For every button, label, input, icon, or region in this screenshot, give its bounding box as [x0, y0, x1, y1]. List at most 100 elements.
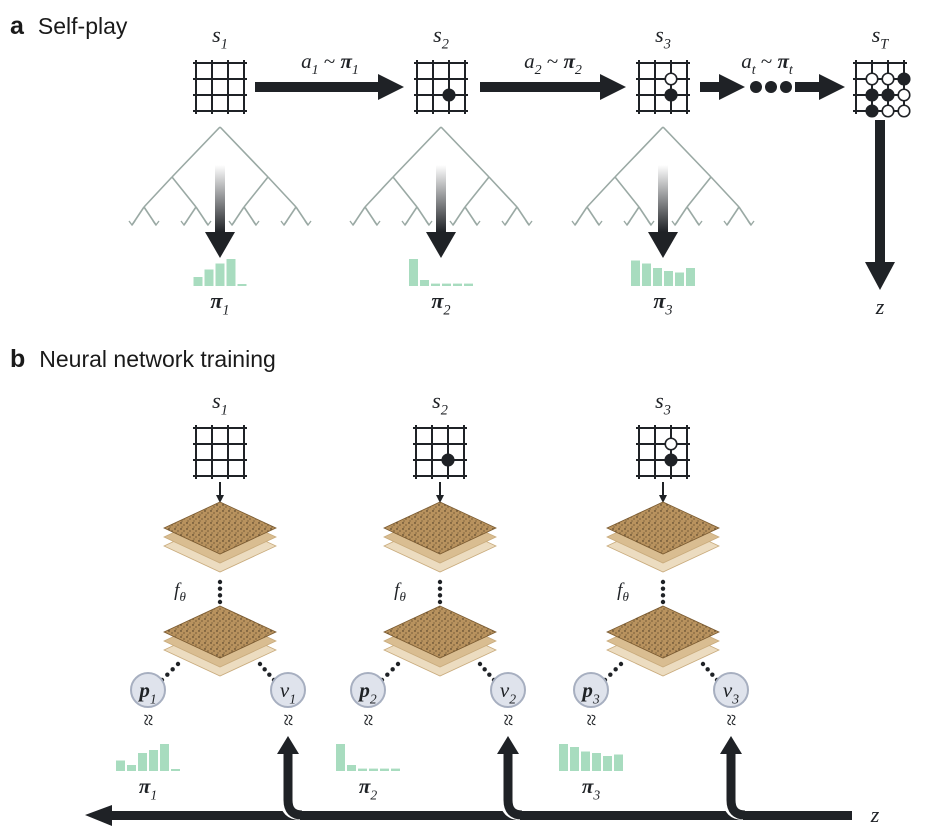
value-node-1 — [270, 672, 306, 708]
network-layer — [606, 501, 720, 555]
tree-arrowhead — [747, 220, 755, 227]
input-arrow-head-2 — [436, 495, 444, 503]
state-label-4: sT — [872, 22, 890, 53]
outcome-label-b: z — [870, 802, 880, 827]
connector-dot — [482, 667, 487, 672]
action-label-3: at ~ πt — [741, 49, 794, 78]
policy-bar — [380, 768, 389, 771]
connector-dot — [262, 667, 267, 672]
policy-bar — [464, 283, 473, 286]
target-policy-bars-3 — [559, 744, 623, 771]
feedback-arrow-head — [85, 805, 112, 826]
black-stone — [664, 453, 678, 467]
train-board-1 — [193, 425, 247, 479]
arrow-head — [378, 74, 404, 100]
target-policy-label-1: π1 — [139, 774, 157, 802]
value-node-3 — [713, 672, 749, 708]
arrow-shaft — [658, 165, 668, 232]
policy-bar — [592, 753, 601, 771]
policy-bar — [420, 280, 429, 286]
action-arrow-3a — [700, 74, 745, 100]
value-target-arrow-3 — [720, 736, 746, 820]
arrow-shaft — [875, 120, 885, 264]
network-stack-bottom-1 — [163, 605, 277, 677]
policy-bar — [358, 768, 367, 771]
tree-arrowhead — [304, 220, 312, 227]
connector-dot — [257, 661, 263, 667]
black-stone — [865, 88, 879, 102]
policy-bar — [193, 277, 203, 286]
arrow-head — [205, 232, 235, 258]
black-stone — [441, 453, 455, 467]
search-policy-label-3: π3 — [653, 288, 672, 319]
tree-arrowhead — [623, 220, 631, 227]
black-stone — [664, 88, 678, 102]
connector-dot — [477, 661, 483, 667]
policy-approx-1: ≈ — [136, 714, 161, 726]
connector-dot — [437, 593, 443, 598]
tree-arrowhead — [671, 220, 679, 227]
target-policy-label-3: π3 — [582, 774, 600, 802]
board-state-2 — [414, 60, 468, 114]
search-tree-1 — [128, 126, 312, 227]
arrow-shaft — [795, 82, 821, 92]
connector-dot — [385, 672, 390, 677]
tree-edge — [662, 126, 712, 178]
section-b-letter: b — [10, 345, 26, 373]
policy-bar — [226, 259, 236, 286]
output-node-circle — [573, 672, 609, 708]
target-policy-bars-2 — [336, 744, 400, 771]
state-label-2: s2 — [433, 22, 449, 53]
output-node-circle — [350, 672, 386, 708]
tree-arrowhead — [595, 220, 603, 227]
connector-dot — [705, 667, 710, 672]
tree-edge — [243, 176, 269, 208]
train-state-label-2: s2 — [432, 388, 448, 419]
tree-arrowhead — [695, 220, 703, 227]
tree-edge — [392, 176, 418, 208]
connector-dot — [217, 579, 223, 585]
tree-arrowhead — [401, 220, 409, 227]
connector-dot — [613, 667, 618, 672]
search-tree-3 — [571, 126, 755, 227]
input-arrow-head-3 — [659, 495, 667, 503]
policy-bar — [664, 271, 673, 286]
arrow-head — [426, 232, 456, 258]
value-arrow-shaft — [283, 750, 303, 820]
ellipsis-dot — [765, 81, 777, 93]
arrow-head — [819, 74, 845, 100]
connector-dot — [660, 599, 666, 605]
network-label-1: fθ — [174, 580, 186, 604]
mcts-arrow-3 — [648, 165, 678, 258]
ellipsis-dot — [750, 81, 762, 93]
search-policy-bars-1 — [193, 259, 247, 286]
policy-node-3 — [573, 672, 609, 708]
network-link-2 — [437, 579, 443, 605]
value-approx-1: ≈ — [276, 714, 301, 726]
connector-dot — [165, 672, 170, 677]
value-head-link-3 — [700, 661, 720, 683]
value-node-2 — [490, 672, 526, 708]
white-stone — [664, 437, 678, 451]
tree-arrowhead — [204, 220, 212, 227]
value-arrow-shaft — [726, 750, 746, 820]
network-layer — [163, 501, 277, 555]
tree-arrowhead — [571, 220, 579, 227]
output-node-circle — [490, 672, 526, 708]
board-state-4 — [853, 60, 911, 118]
policy-node-1 — [130, 672, 166, 708]
search-policy-label-1: π1 — [210, 288, 229, 319]
value-target-arrow-1 — [277, 736, 303, 820]
policy-bar — [369, 768, 378, 771]
policy-bar — [631, 260, 640, 286]
state-label-3: s3 — [655, 22, 671, 53]
action-label-1: a1 ~ π1 — [301, 49, 359, 78]
policy-bar — [204, 269, 214, 286]
output-node-circle — [713, 672, 749, 708]
search-tree-2 — [349, 126, 533, 227]
network-stack-top-1 — [163, 501, 277, 573]
policy-bar — [215, 263, 225, 286]
value-arrow-head — [720, 736, 742, 754]
value-approx-2: ≈ — [496, 714, 521, 726]
